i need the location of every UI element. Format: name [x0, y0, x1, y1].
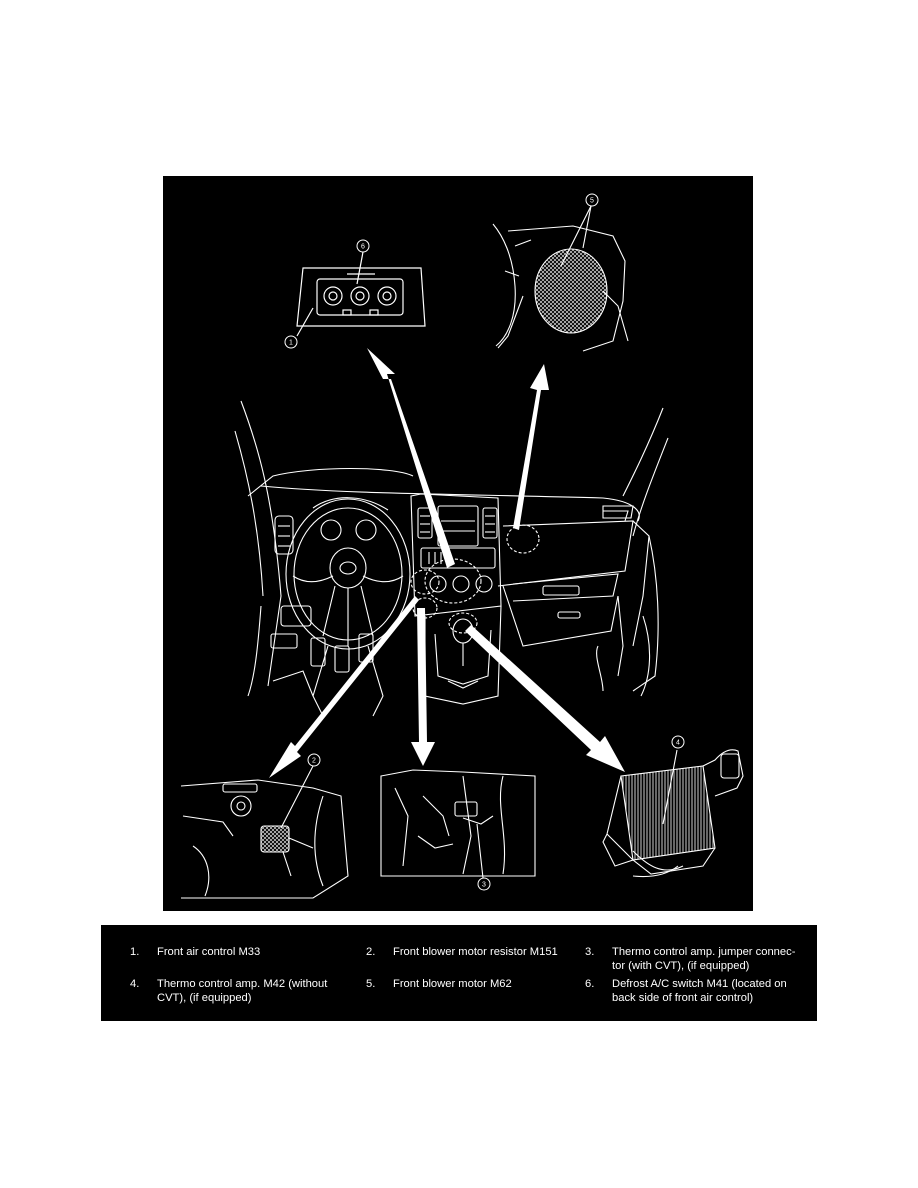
legend-number: 6. — [585, 978, 595, 990]
inset-jumper-connector — [380, 769, 536, 879]
callout-label: 3 — [482, 882, 486, 889]
component-location-diagram: 6 1 5 — [163, 176, 753, 911]
legend-text: Thermo control amp. M42 (without CVT), (… — [157, 978, 328, 1004]
legend-number: 2. — [366, 946, 376, 958]
callout-label: 6 — [361, 244, 365, 251]
callout-label: 2 — [312, 758, 316, 765]
callout-6-top: 6 — [356, 239, 370, 253]
legend-text: Front air control M33 — [157, 946, 261, 958]
callout-1: 1 — [284, 335, 298, 349]
arrow-to-blower-resistor — [269, 596, 419, 778]
callout-2: 2 — [307, 753, 321, 767]
callout-4: 4 — [671, 735, 685, 749]
arrow-to-blower-motor — [513, 364, 549, 530]
legend-text: Defrost A/C switch M41 (located on back … — [612, 978, 787, 1004]
callout-label: 1 — [289, 340, 293, 347]
pointer-arrows — [269, 348, 625, 778]
component-legend: 1. Front air control M33 2. Front blower… — [101, 925, 817, 1021]
arrow-to-thermo-amp — [465, 625, 625, 772]
inset-front-blower-motor — [492, 205, 629, 352]
legend-text: Front blower motor M62 — [393, 978, 512, 990]
legend-number: 4. — [130, 978, 140, 990]
callout-5: 5 — [585, 193, 599, 207]
callout-label: 5 — [590, 198, 594, 205]
legend-number: 5. — [366, 978, 376, 990]
inset-blower-motor-resistor — [180, 765, 349, 899]
inset-thermo-control-amp — [602, 749, 744, 878]
inset-front-air-control — [296, 251, 426, 337]
arrow-to-air-control — [367, 348, 455, 568]
legend-text: Front blower motor resistor M151 — [393, 946, 558, 958]
legend-number: 3. — [585, 946, 595, 958]
arrow-to-jumper-connector — [411, 608, 435, 766]
callout-label: 4 — [676, 740, 680, 747]
callout-3: 3 — [477, 877, 491, 891]
legend-number: 1. — [130, 946, 140, 958]
dashboard-drawing — [234, 400, 669, 717]
legend-text: Thermo control amp. jumper connec-tor (w… — [612, 946, 796, 972]
location-highlights — [410, 524, 540, 634]
